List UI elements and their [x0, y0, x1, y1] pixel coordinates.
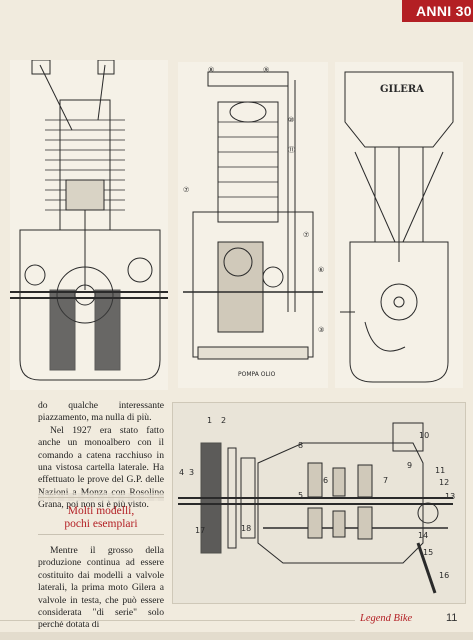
svg-text:10: 10	[419, 431, 429, 440]
svg-text:③: ③	[318, 326, 324, 334]
paragraph-3: Mentre il grosso della produzione contin…	[38, 545, 164, 631]
svg-text:8: 8	[298, 441, 303, 450]
section-header-band: ANNI 30	[402, 0, 473, 22]
svg-text:2: 2	[221, 416, 226, 425]
page-number: 11	[446, 612, 458, 624]
subhead-rule-bottom	[38, 534, 164, 535]
text-column-bottom: Mentre il grosso della produzione contin…	[38, 545, 164, 632]
page-bottom-strip	[0, 632, 473, 640]
svg-text:17: 17	[195, 526, 205, 535]
engine-cutaway-figure	[10, 60, 168, 390]
subhead-rule-top	[38, 497, 164, 498]
svg-text:7: 7	[383, 476, 388, 485]
svg-text:6: 6	[323, 476, 328, 485]
footer-rule	[0, 620, 355, 621]
svg-text:14: 14	[418, 531, 428, 540]
paragraph-2: Nel 1927 era stato fatto anche un monoal…	[38, 424, 164, 511]
svg-text:1: 1	[207, 416, 212, 425]
engine-front-figure: GILERA	[335, 62, 463, 388]
svg-text:9: 9	[407, 461, 412, 470]
section-label: ANNI 30	[416, 3, 472, 19]
svg-text:⑦: ⑦	[303, 231, 309, 239]
paragraph-1: do qualche interessante piazzamento, ma …	[38, 400, 164, 424]
svg-text:4: 4	[179, 468, 184, 477]
svg-text:18: 18	[241, 524, 251, 533]
svg-text:⑧: ⑧	[208, 66, 214, 74]
brand-lettering: GILERA	[380, 84, 424, 95]
svg-text:3: 3	[189, 468, 194, 477]
subhead-line-1: Molti modelli,	[67, 505, 135, 517]
svg-text:⑥: ⑥	[318, 266, 324, 274]
svg-text:5: 5	[298, 491, 303, 500]
oil-pump-label: POMPA OLIO	[238, 371, 276, 378]
svg-text:11: 11	[435, 466, 445, 475]
svg-text:12: 12	[439, 478, 449, 487]
subhead-line-2: pochi esemplari	[64, 518, 138, 530]
svg-text:⑩: ⑩	[288, 116, 294, 124]
svg-text:16: 16	[439, 571, 449, 580]
svg-text:13: 13	[445, 492, 455, 501]
svg-text:⑪: ⑪	[288, 146, 295, 154]
engine-section-figure: ⑧ ⑨ ⑩ ⑪ ⑦ ⑦ ⑥ ③ POMPA OLIO	[178, 62, 328, 388]
section-subhead: Molti modelli, pochi esemplari	[38, 505, 164, 531]
svg-text:15: 15	[423, 548, 433, 557]
text-column-top: do qualche interessante piazzamento, ma …	[38, 400, 164, 512]
svg-text:⑦: ⑦	[183, 186, 189, 194]
footer-brand: Legend Bike	[360, 613, 413, 624]
svg-text:⑨: ⑨	[263, 66, 269, 74]
